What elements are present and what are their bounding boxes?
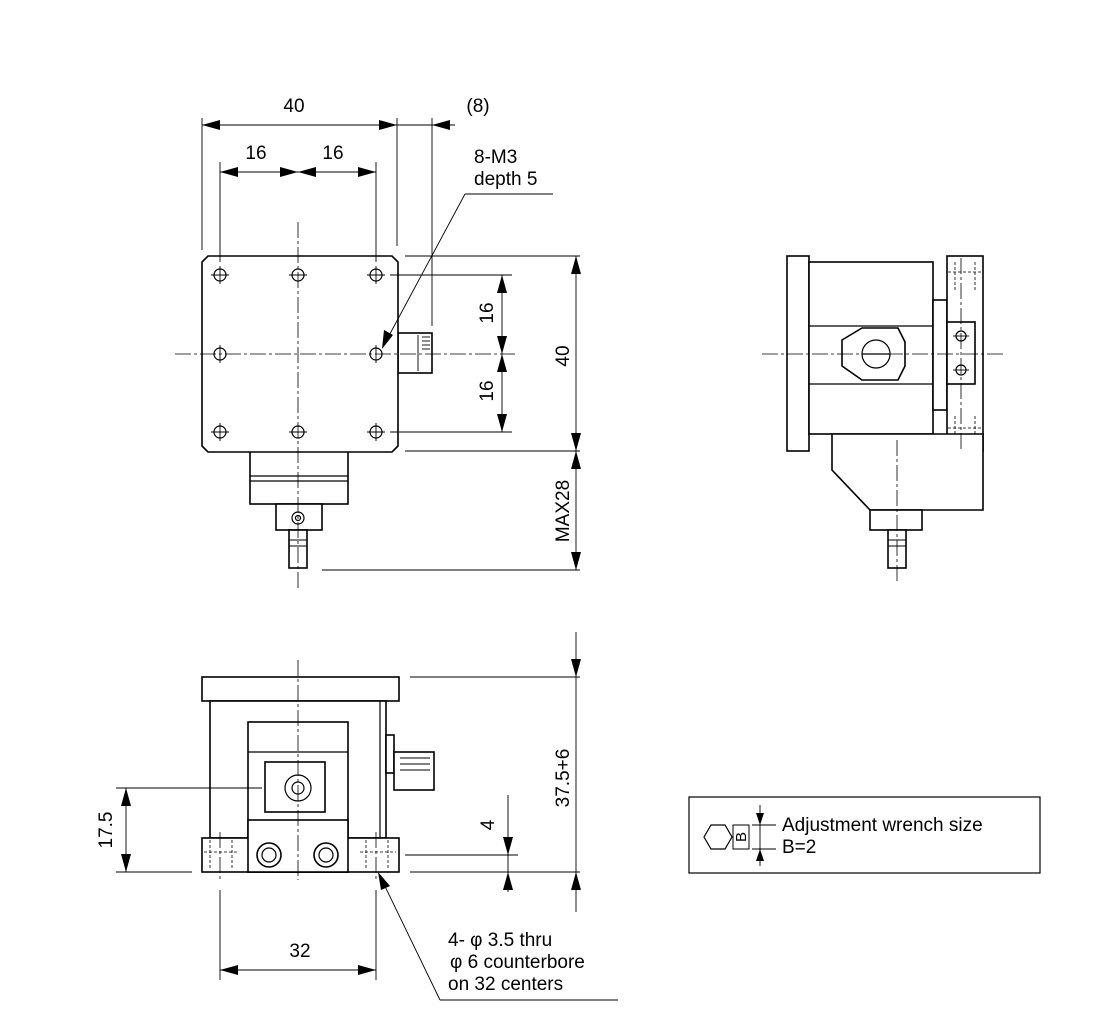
mounting-holes [211,266,385,441]
dim-axis-height: 17.5 [96,812,117,849]
micrometer-body [249,449,349,505]
dim-pitch-right: 16 [322,143,343,164]
front-top-plate [201,676,400,702]
dim-pitch-upper: 16 [477,302,498,323]
wrench-label-line1: Adjustment wrench size [782,815,983,836]
dim-knob-offset: (8) [466,96,489,117]
top-view: 40 (8) 16 16 8-M3 depth 5 16 16 [175,96,581,590]
side-micrometer-body [831,433,984,511]
wrench-label-line2: B=2 [782,837,816,858]
dim-total-height: 37.5+6 [553,749,574,808]
hole-note-line3: on 32 centers [448,974,563,995]
dim-hole-pitch: 32 [289,941,310,962]
dim-width: 40 [283,96,304,117]
side-view [762,255,1005,584]
dim-pitch-left: 16 [245,143,266,164]
front-view: 37.5+6 4 17.5 32 4- φ 3.5 thru φ 6 count… [96,632,618,1001]
side-knob [397,332,433,374]
dim-max-knob: MAX28 [553,480,574,542]
hex-wrench-icon [703,824,733,850]
dim-height: 40 [553,345,574,366]
thread-note-line1: 8-M3 [474,147,517,168]
wrench-symbol: B [733,832,750,842]
dim-pitch-lower: 16 [477,380,498,401]
side-top-plate [786,255,810,452]
dim-base: 4 [478,819,499,830]
micrometer-head [275,503,323,531]
hole-note-line1: 4- φ 3.5 thru [448,930,552,951]
hole-note-line2: φ 6 counterbore [450,952,585,973]
wrench-note-box: B Adjustment wrench size B=2 [688,796,1041,874]
thread-note-line2: depth 5 [474,169,537,190]
